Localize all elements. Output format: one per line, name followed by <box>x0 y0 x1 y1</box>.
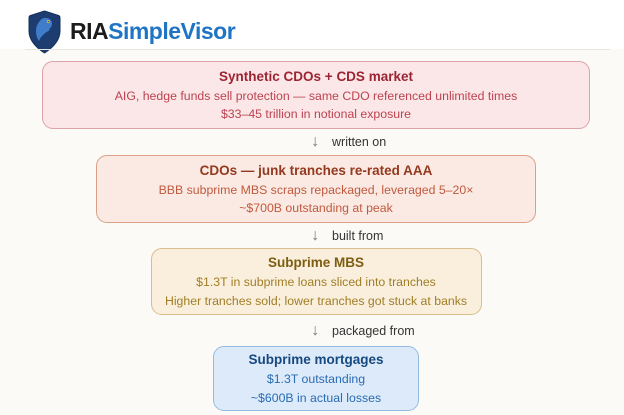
box-subprime-mortgages-line1: $1.3T outstanding <box>266 372 366 386</box>
connector-built-from: ↓ built from <box>4 223 624 248</box>
box-cdos-line1: BBB subprime MBS scraps repackaged, leve… <box>158 182 474 197</box>
down-arrow-icon: ↓ <box>311 321 320 339</box>
brand-name-simplevisor: SimpleVisor <box>108 18 236 44</box>
box-subprime-mortgages-line2: ~$600B in actual losses <box>250 390 382 405</box>
box-synthetic-cdos-line2: $33–45 trillion in notional exposure <box>220 107 412 121</box>
box-subprime-mortgages: Subprime mortgages $1.3T outstanding ~$6… <box>213 346 419 411</box>
box-synthetic-cdos-title: Synthetic CDOs + CDS market <box>219 68 413 84</box>
box-subprime-mbs-title: Subprime MBS <box>267 255 364 270</box>
brand-name-ria: RIA <box>70 18 109 44</box>
connector-label: written on <box>332 135 387 149</box>
down-arrow-icon: ↓ <box>311 226 320 244</box>
brand-logo: RIASimpleVisor <box>28 8 236 54</box>
box-subprime-mbs-line1: $1.3T in subprime loans sliced into tran… <box>196 275 436 289</box>
flow-diagram: Synthetic CDOs + CDS market AIG, hedge f… <box>4 61 624 411</box>
down-arrow-icon: ↓ <box>311 133 320 150</box>
connector-label: packaged from <box>332 323 415 338</box>
shield-bird-icon <box>28 10 61 54</box>
box-cdos-title: CDOs — junk tranches re-rated AAA <box>199 162 433 178</box>
box-subprime-mbs: Subprime MBS $1.3T in subprime loans sli… <box>150 248 482 315</box>
box-synthetic-cdos: Synthetic CDOs + CDS market AIG, hedge f… <box>42 61 590 129</box>
box-cdos-line2: ~$700B outstanding at peak <box>239 201 393 215</box>
header-divider <box>25 49 610 50</box>
connector-packaged-from: ↓ packaged from <box>4 315 624 346</box>
box-synthetic-cdos-line1: AIG, hedge funds sell protection — same … <box>114 88 518 103</box>
box-subprime-mortgages-title: Subprime mortgages <box>248 352 384 367</box>
app-header: RIASimpleVisor <box>0 0 624 54</box>
box-cdos-junk-tranches: CDOs — junk tranches re-rated AAA BBB su… <box>96 155 536 223</box>
connector-label: built from <box>332 228 384 243</box>
box-subprime-mbs-line2: Higher tranches sold; lower tranches got… <box>164 293 468 308</box>
brand-name: RIASimpleVisor <box>70 9 236 53</box>
connector-written-on: ↓ written on <box>4 129 624 155</box>
